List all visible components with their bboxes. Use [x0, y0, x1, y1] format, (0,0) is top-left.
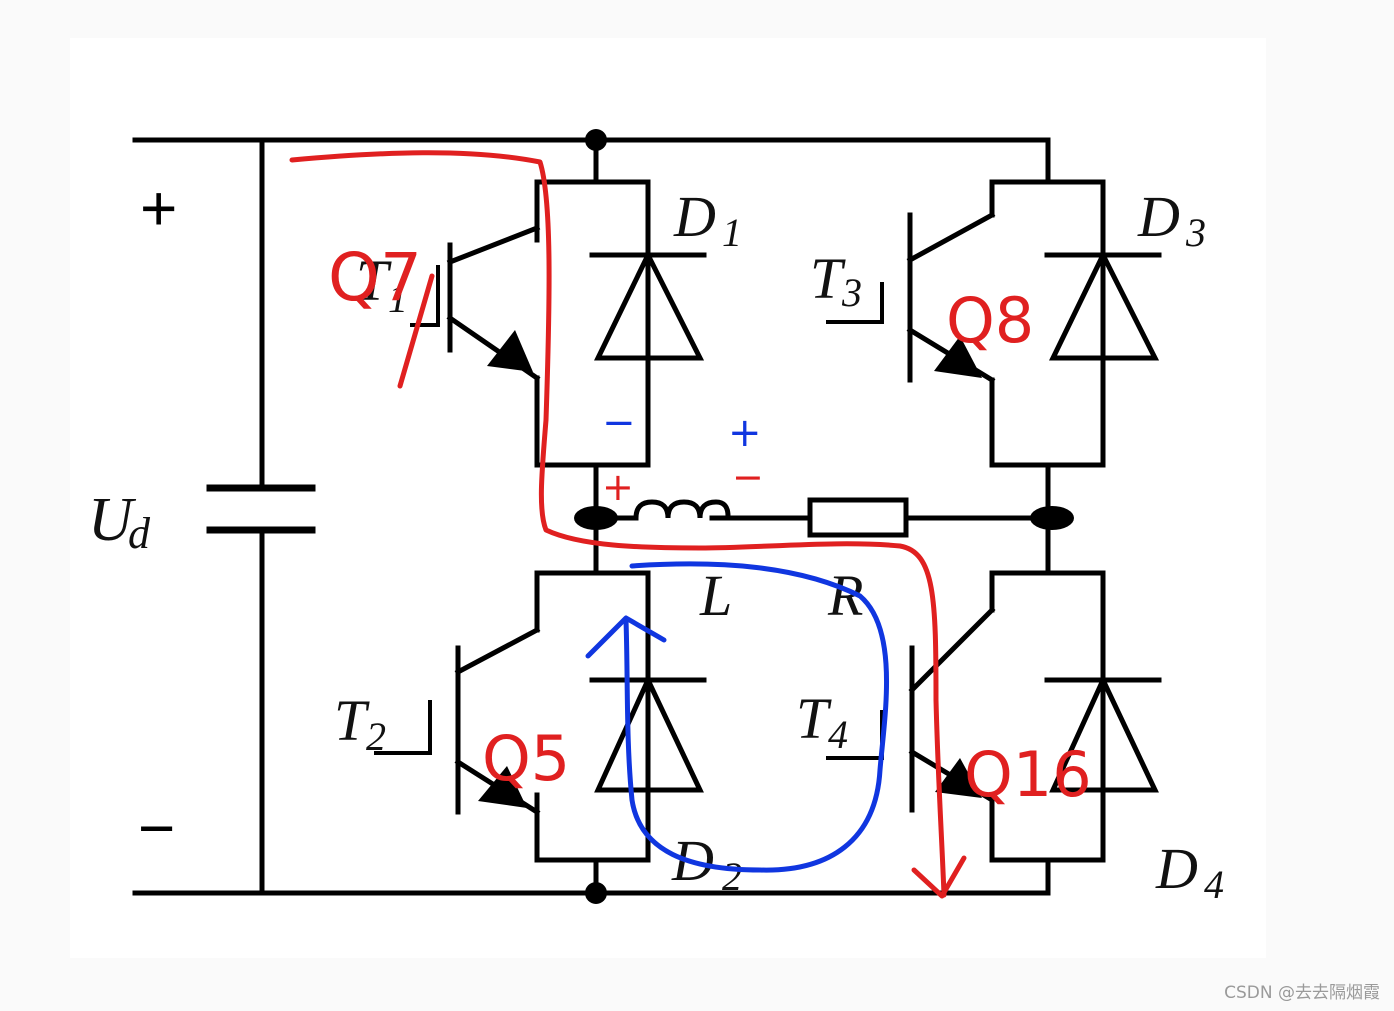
rl-load: [615, 497, 1035, 538]
d4-label-subscript: 4: [1204, 862, 1224, 907]
q16-handwritten-label: Q16: [964, 738, 1092, 811]
t2-label-subscript: 2: [366, 714, 386, 759]
supply-label: U: [88, 486, 137, 554]
q8-handwritten-label: Q8: [946, 284, 1034, 357]
red-path-arrowhead: [911, 855, 967, 899]
t1-label: T: [356, 248, 392, 313]
supply-plus-sign: +: [140, 172, 177, 244]
blue-current-loop: [585, 561, 889, 873]
t4-emitter-arrow: [935, 758, 982, 798]
t3-label: T: [810, 246, 846, 311]
t2-collector-line: [454, 626, 541, 676]
red-current-path: [289, 150, 967, 899]
t2-gate-lead: [374, 700, 432, 755]
blue-plus-sign: +: [728, 410, 762, 456]
left-leg: [374, 137, 707, 896]
t3-gate-lead: [826, 282, 884, 324]
d1-diode: [594, 249, 705, 361]
csdn-watermark: CSDN @去去隔烟霞: [1224, 983, 1380, 1003]
d1-label: D: [673, 184, 716, 249]
inductor-coil: [633, 499, 731, 521]
red-plus-sign: +: [602, 465, 634, 509]
d3-label-subscript: 3: [1185, 210, 1206, 255]
d3-label: D: [1137, 184, 1180, 249]
q5-handwritten-label: Q5: [482, 722, 570, 795]
dc-bus: [132, 129, 1051, 904]
d2-label-subscript: 2: [722, 854, 742, 899]
d1-label-subscript: 1: [722, 210, 742, 255]
resistor-body: [807, 497, 909, 538]
blue-loop-stroke: [623, 561, 889, 873]
t2-label: T: [334, 688, 370, 753]
right-leg: [826, 137, 1162, 896]
t3-emitter-arrow: [934, 336, 982, 378]
t4-collector-line: [908, 606, 996, 694]
t4-cell-frame: [989, 570, 1106, 863]
t4-label-subscript: 4: [828, 712, 848, 757]
circuit-labels: + − U d T 1 T 2 T 3 T 4 D 1 D 2 D 3 D 4 …: [88, 172, 1224, 907]
q7-handwritten-label: Q7: [328, 239, 422, 316]
red-mark-q7-slash: [397, 273, 435, 389]
handwritten-labels: Q7 Q8 Q5 Q16 + − − +: [328, 239, 1092, 811]
t1-collector-line: [446, 224, 541, 266]
blue-loop-arrowhead: [585, 615, 667, 659]
right-midpoint-dot: [1030, 506, 1074, 530]
t3-label-subscript: 3: [841, 270, 862, 315]
red-minus-sign: −: [732, 455, 764, 499]
t1-emitter-arrow: [487, 330, 533, 372]
d4-label: D: [1155, 836, 1198, 901]
t3-collector-line: [906, 211, 996, 264]
diagram-paper: [70, 38, 1266, 958]
t1-label-subscript: 1: [388, 276, 408, 321]
red-path-stroke: [289, 150, 947, 898]
d2-diode: [594, 674, 704, 793]
d4-diode: [1049, 674, 1159, 793]
t3-cell-frame: [989, 179, 1106, 468]
inductor-label: L: [699, 563, 732, 628]
d3-diode: [1049, 249, 1160, 361]
t4-label: T: [796, 686, 832, 751]
blue-minus-sign: −: [602, 400, 636, 446]
supply-minus-sign: −: [138, 792, 175, 864]
supply-label-subscript: d: [128, 509, 151, 558]
t2-emitter-arrow: [478, 766, 527, 808]
